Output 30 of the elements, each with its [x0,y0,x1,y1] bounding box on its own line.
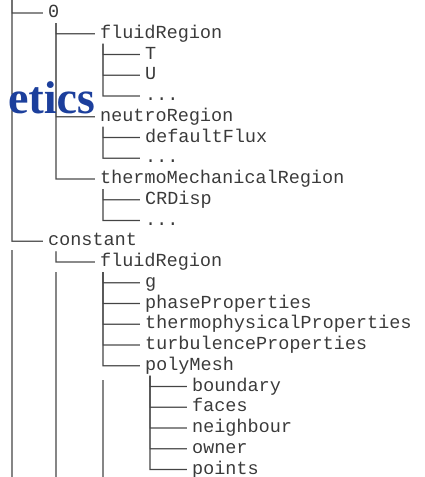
folder-name: boundary [192,376,281,396]
folder-name: thermoMechanicalRegion [100,169,344,189]
folder-name: ... [145,210,178,230]
folder-name: fluidRegion [100,252,222,272]
folder-name: turbulenceProperties [145,335,368,355]
tree-connector [102,126,140,159]
folder-name: ... [145,86,178,106]
folder-name: 0 [48,3,60,23]
tree-connector [102,272,140,366]
tree-connector [149,376,187,470]
folder-name: phaseProperties [145,294,312,314]
folder-name: polyMesh [145,356,234,376]
tree-connector [102,189,140,222]
folder-name: T [145,44,156,64]
tree-connector [11,0,43,242]
folder-name: neutroRegion [100,106,234,127]
folder-name: U [145,65,156,86]
folder-name: owner [192,438,248,459]
folder-name: CRDisp [145,190,212,210]
folder-name: points [192,460,259,477]
tree-connector [102,44,140,97]
tree-connector [55,251,95,263]
folder-name: g [145,272,156,293]
folder-name: defaultFlux [145,128,268,148]
folder-name: faces [192,397,248,418]
folder-name: fluidRegion [100,24,222,44]
folder-name: thermophysicalProperties [145,314,412,334]
folder-name: neighbour [192,418,292,438]
folder-name: constant [48,231,137,252]
folder-name: ... [145,148,178,168]
